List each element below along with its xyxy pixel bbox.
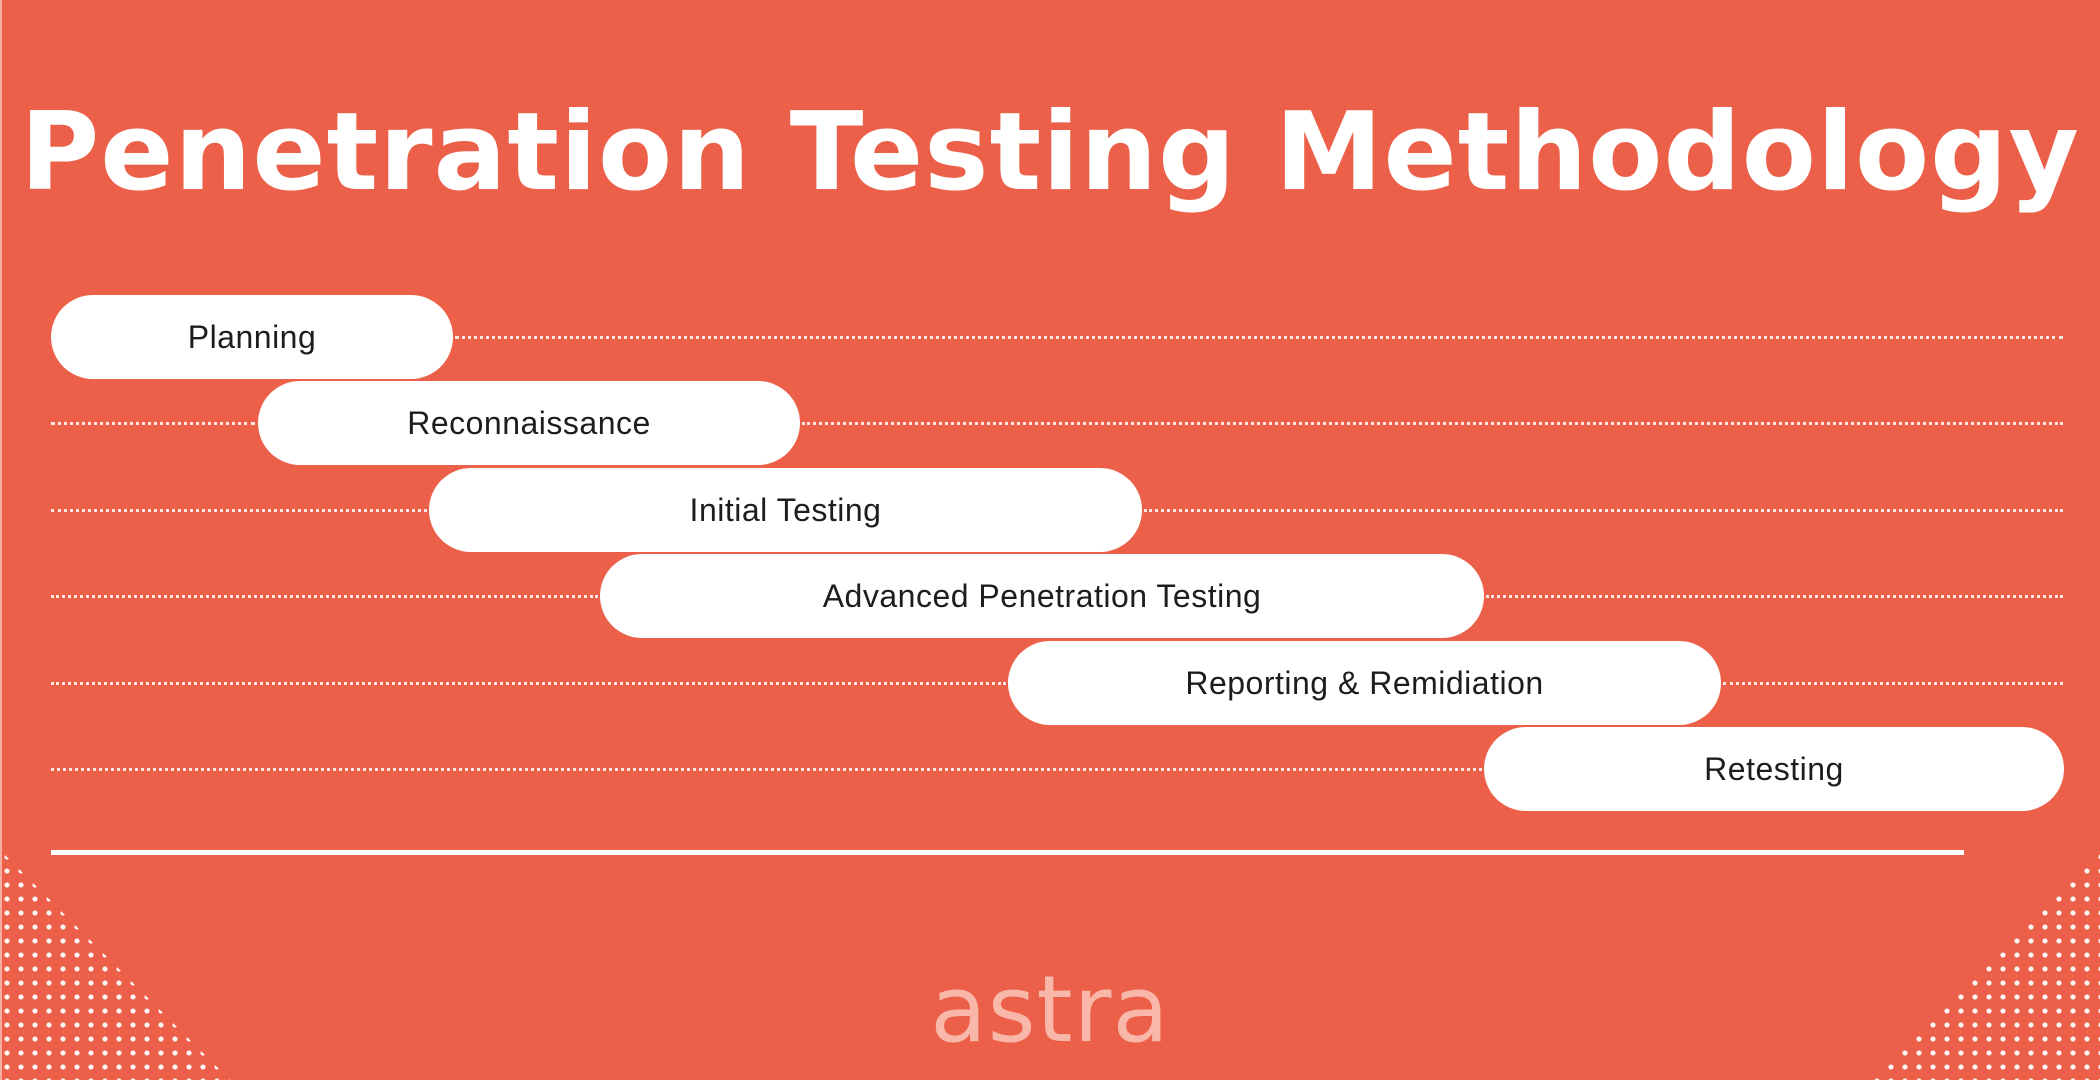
phase-label: Retesting <box>1704 750 1844 787</box>
dotted-guide-line <box>455 336 2063 339</box>
left-edge-border <box>0 0 2 1080</box>
dot-pattern-left <box>0 850 230 1080</box>
phase-pill-reconnaissance: Reconnaissance <box>258 381 800 465</box>
phase-row-retesting: Retesting <box>0 727 2100 811</box>
diagram-title: Penetration Testing Methodology <box>20 90 2080 215</box>
phase-row-initial-testing: Initial Testing <box>0 468 2100 552</box>
phase-pill-retesting: Retesting <box>1484 727 2064 811</box>
dotted-guide-line <box>1723 682 2063 685</box>
phase-pill-planning: Planning <box>51 295 453 379</box>
phase-row-advanced-penetration-testing: Advanced Penetration Testing <box>0 554 2100 638</box>
logo-wordmark: astra <box>930 956 1170 1063</box>
dotted-guide-line <box>1144 509 2063 512</box>
phase-row-reporting-remidiation: Reporting & Remidiation <box>0 641 2100 725</box>
phase-label: Reconnaissance <box>407 404 651 441</box>
dotted-guide-line <box>1486 595 2063 598</box>
phase-row-planning: Planning <box>0 295 2100 379</box>
dotted-guide-line <box>802 422 2063 425</box>
phase-label: Initial Testing <box>689 491 882 528</box>
phase-row-reconnaissance: Reconnaissance <box>0 381 2100 465</box>
dotted-guide-line <box>51 595 598 598</box>
dotted-guide-line <box>51 509 427 512</box>
astra-logo: astra <box>900 960 1200 1080</box>
phase-pill-advanced-penetration-testing: Advanced Penetration Testing <box>600 554 1484 638</box>
dotted-guide-line <box>51 768 1482 771</box>
phase-pill-initial-testing: Initial Testing <box>429 468 1142 552</box>
dotted-guide-line <box>51 682 1006 685</box>
dot-pattern-right <box>1870 850 2100 1080</box>
phase-label: Planning <box>187 318 317 355</box>
dotted-guide-line <box>51 422 255 425</box>
timeline-baseline <box>51 850 1964 855</box>
phase-label: Advanced Penetration Testing <box>822 577 1262 614</box>
phase-label: Reporting & Remidiation <box>1185 664 1544 701</box>
phase-pill-reporting-remidiation: Reporting & Remidiation <box>1008 641 1721 725</box>
